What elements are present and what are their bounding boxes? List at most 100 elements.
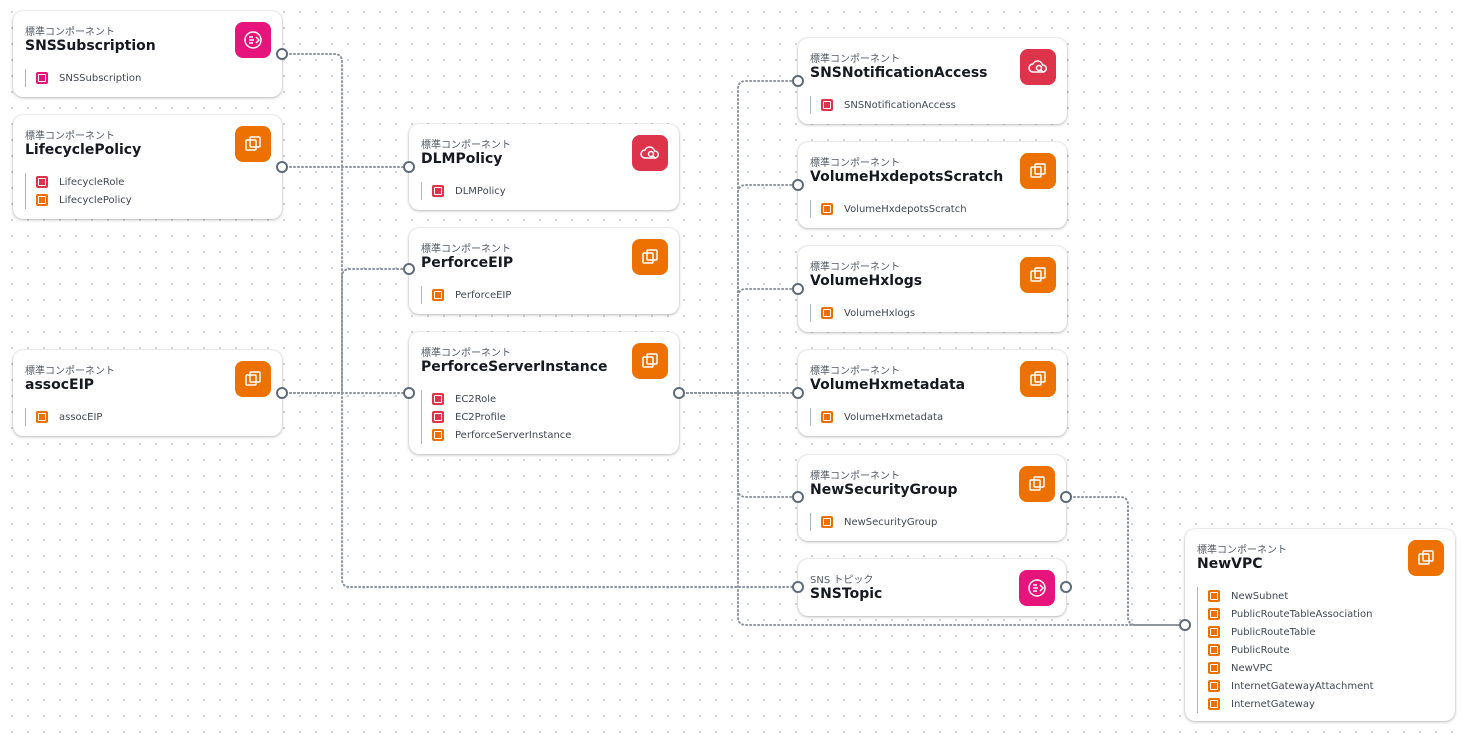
port-dlmpolicy-in[interactable] [403,161,415,173]
node-volume-hxlogs[interactable]: 標準コンポーネント VolumeHxlogs VolumeHxlogs [798,246,1067,332]
node-kind: 標準コンポーネント [1197,545,1287,556]
volume-icon [821,203,833,215]
node-kind: 標準コンポーネント [25,131,115,142]
compute-service-icon [235,361,271,397]
port-snsnotificationaccess-in[interactable] [792,75,804,87]
resource-item: VolumeHxdepotsScratch [821,200,967,218]
internet-gateway-icon [1208,698,1220,710]
node-title: DLMPolicy [421,151,503,167]
node-title: SNSNotificationAccess [810,65,988,81]
sns-service-icon [1019,570,1055,606]
wire-instance-snsnotificationaccess [678,80,799,394]
node-kind: SNS トピック [810,575,874,586]
compute-service-icon [1408,540,1444,576]
route-icon [1208,644,1220,656]
security-service-icon [1020,49,1056,85]
security-resource-icon [821,99,833,111]
node-volume-hxdepots-scratch[interactable]: 標準コンポーネント VolumeHxdepotsScratch VolumeHx… [798,142,1067,228]
port-volumehxmetadata-in[interactable] [792,387,804,399]
port-lifecyclepolicy-out[interactable] [276,161,288,173]
node-kind: 標準コンポーネント [421,140,511,151]
node-lifecycle-policy[interactable]: 標準コンポーネント LifecyclePolicy LifecycleRole … [13,115,282,219]
compute-resource-icon [36,194,48,206]
resource-list: EC2Role EC2Profile PerforceServerInstanc… [421,390,571,444]
node-kind: 標準コンポーネント [810,262,900,273]
node-kind: 標準コンポーネント [810,54,900,65]
resource-list: LifecycleRole LifecyclePolicy [25,173,132,209]
resource-item: NewVPC [1208,659,1374,677]
resource-item: EC2Profile [432,408,571,426]
node-title: SNSSubscription [25,38,156,54]
resource-item: NewSecurityGroup [821,513,937,531]
port-instance-out[interactable] [673,387,685,399]
resource-item: InternetGatewayAttachment [1208,677,1374,695]
port-snstopic-out[interactable] [1060,581,1072,593]
resource-item: PerforceEIP [432,286,511,304]
resource-list: NewSecurityGroup [810,513,937,531]
resource-list: VolumeHxdepotsScratch [810,200,967,218]
resource-item: SNSNotificationAccess [821,96,956,114]
node-perforce-eip[interactable]: 標準コンポーネント PerforceEIP PerforceEIP [409,228,679,314]
security-group-icon [821,516,833,528]
node-sns-topic[interactable]: SNS トピック SNSTopic [798,559,1066,616]
node-title: PerforceEIP [421,255,514,271]
resource-list: VolumeHxmetadata [810,408,943,426]
ec2-instance-icon [432,429,444,441]
resource-item: PublicRouteTableAssociation [1208,605,1374,623]
resource-item: LifecyclePolicy [36,191,132,209]
port-associp-out[interactable] [276,387,288,399]
port-snstopic-in[interactable] [792,581,804,593]
compute-service-icon [1020,257,1056,293]
resource-list: PerforceEIP [421,286,511,304]
node-kind: 標準コンポーネント [25,366,115,377]
volume-icon [821,307,833,319]
volume-icon [821,411,833,423]
node-new-security-group[interactable]: 標準コンポーネント NewSecurityGroup NewSecurityGr… [798,455,1066,541]
sns-service-icon [235,22,271,58]
wire-instance-newsecuritygroup [678,392,799,498]
wire-newsecuritygroup-newvpc [1065,496,1186,626]
subnet-icon [1208,590,1220,602]
node-dlm-policy[interactable]: 標準コンポーネント DLMPolicy DLMPolicy [409,124,679,210]
node-kind: 標準コンポーネント [810,471,900,482]
resource-item: PerforceServerInstance [432,426,571,444]
wire-instance-volumehxlogs [678,288,799,394]
port-newvpc-in[interactable] [1179,619,1191,631]
resource-list: SNSNotificationAccess [810,96,956,114]
wire-instance-volumehxdepotsscratch [678,184,799,394]
node-kind: 標準コンポーネント [25,27,115,38]
port-volumehxlogs-in[interactable] [792,283,804,295]
port-volumehxdepotsscratch-in[interactable] [792,179,804,191]
node-volume-hxmetadata[interactable]: 標準コンポーネント VolumeHxmetadata VolumeHxmetad… [798,350,1067,436]
node-title: VolumeHxlogs [810,273,923,289]
route-table-icon [1208,626,1220,638]
resource-item: VolumeHxmetadata [821,408,943,426]
node-title: VolumeHxmetadata [810,377,966,393]
node-title: PerforceServerInstance [421,359,608,375]
resource-item: InternetGateway [1208,695,1374,713]
node-assoc-eip[interactable]: 標準コンポーネント assocEIP assocEIP [13,350,282,436]
iam-role-icon [432,393,444,405]
resource-list: assocEIP [25,408,102,426]
port-newsecuritygroup-in[interactable] [792,491,804,503]
node-title: NewVPC [1197,556,1263,572]
compute-service-icon [1020,361,1056,397]
node-title: assocEIP [25,377,95,393]
port-instance-in[interactable] [403,387,415,399]
resource-item: DLMPolicy [432,182,506,200]
port-perforceeip-in[interactable] [403,263,415,275]
node-title: NewSecurityGroup [810,482,958,498]
node-sns-subscription[interactable]: 標準コンポーネント SNSSubscription SNSSubscriptio… [13,11,282,97]
compute-service-icon [1020,153,1056,189]
port-snssubscription-out[interactable] [276,48,288,60]
node-kind: 標準コンポーネント [421,348,511,359]
port-newsecuritygroup-out[interactable] [1060,491,1072,503]
node-kind: 標準コンポーネント [421,244,511,255]
sns-resource-icon [36,72,48,84]
node-sns-notification-access[interactable]: 標準コンポーネント SNSNotificationAccess SNSNotif… [798,38,1067,124]
node-new-vpc[interactable]: 標準コンポーネント NewVPC NewSubnet PublicRouteTa… [1185,529,1455,721]
compute-service-icon [632,343,668,379]
node-perforce-server-instance[interactable]: 標準コンポーネント PerforceServerInstance EC2Role… [409,332,679,454]
vpc-icon [1208,662,1220,674]
node-kind: 標準コンポーネント [810,366,900,377]
